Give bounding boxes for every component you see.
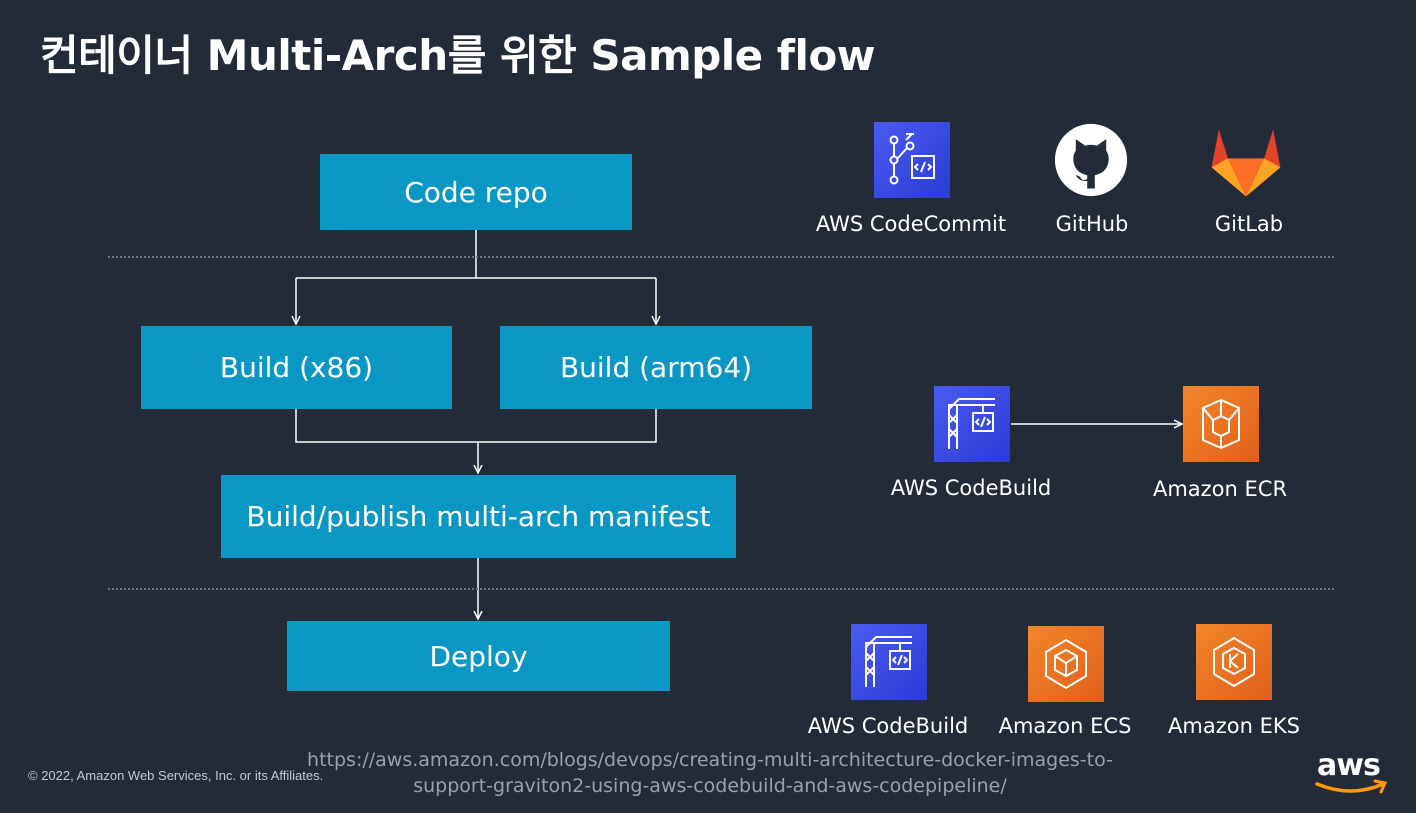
ecr-icon	[1183, 386, 1259, 462]
eks-icon	[1196, 624, 1272, 700]
ecr-label: Amazon ECR	[1152, 477, 1288, 501]
gitlab-label: GitLab	[1214, 212, 1284, 236]
divider-bottom	[108, 588, 1334, 590]
code-repo-label: Code repo	[404, 175, 548, 209]
aws-smile-icon	[1315, 779, 1388, 794]
build-x86-label: Build (x86)	[219, 351, 374, 384]
source-url-line-1[interactable]: https://aws.amazon.com/blogs/devops/crea…	[307, 749, 1113, 771]
manifest-label: Build/publish multi-arch manifest	[246, 500, 711, 533]
ecs-label: Amazon ECS	[998, 714, 1132, 738]
build-arm64-label: Build (arm64)	[559, 351, 753, 384]
build-arm64-box: Build (arm64)	[500, 326, 812, 409]
code-repo-box: Code repo	[320, 154, 632, 230]
copyright-text: © 2022, Amazon Web Services, Inc. or its…	[28, 768, 324, 783]
codecommit-label: AWS CodeCommit	[815, 212, 1007, 236]
build-x86-box: Build (x86)	[141, 326, 452, 409]
eks-label: Amazon EKS	[1168, 714, 1300, 738]
codecommit-icon	[874, 122, 950, 198]
manifest-box: Build/publish multi-arch manifest	[221, 475, 736, 558]
ecs-icon	[1028, 626, 1104, 702]
github-icon	[1053, 122, 1129, 198]
source-url-line-2[interactable]: support-graviton2-using-aws-codebuild-an…	[413, 775, 1007, 797]
codebuild-deploy-icon	[851, 624, 927, 700]
codebuild-icon	[934, 386, 1010, 462]
gitlab-icon	[1208, 124, 1284, 200]
codebuild-deploy-label: AWS CodeBuild	[807, 714, 969, 738]
divider-top	[108, 256, 1334, 258]
codebuild-label: AWS CodeBuild	[890, 476, 1052, 500]
deploy-box: Deploy	[287, 621, 670, 691]
source-url[interactable]: https://aws.amazon.com/blogs/devops/crea…	[300, 747, 1120, 799]
aws-logo-text: aws	[1317, 748, 1381, 783]
slide-title: 컨테이너 Multi-Arch를 위한 Sample flow	[40, 31, 876, 80]
github-label: GitHub	[1055, 212, 1129, 236]
connector-build-merge	[295, 409, 657, 443]
deploy-label: Deploy	[429, 639, 528, 673]
connector-repo-split	[296, 230, 656, 279]
aws-logo: aws	[1313, 748, 1393, 798]
